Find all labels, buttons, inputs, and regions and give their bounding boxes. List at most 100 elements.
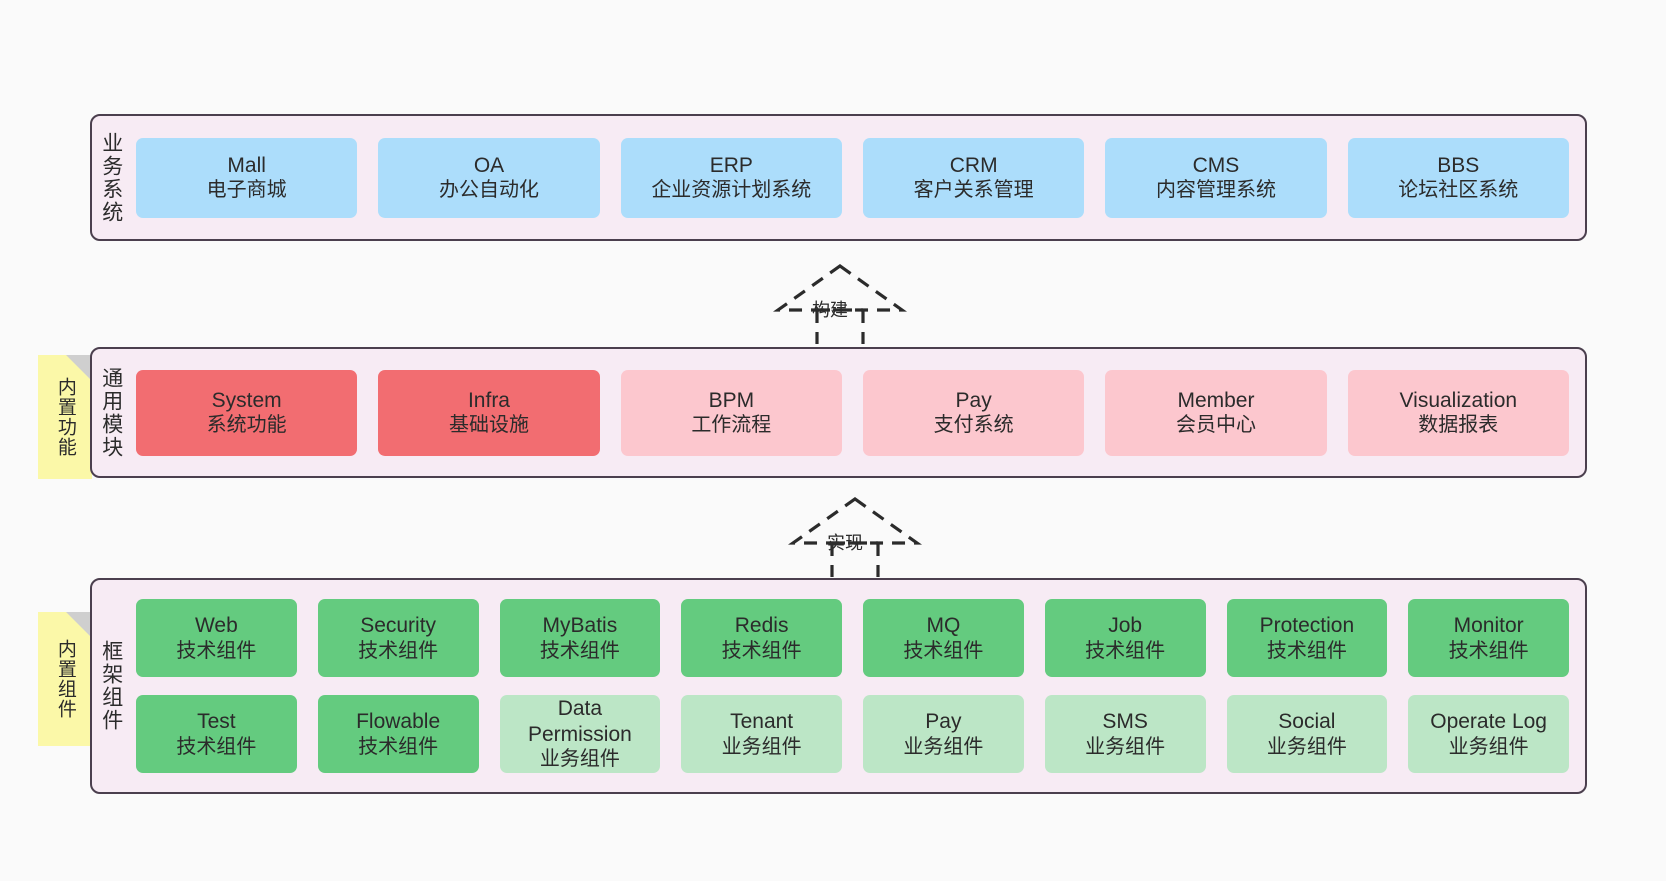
component-box-job[interactable]: Job 技术组件	[1044, 599, 1206, 677]
connector-build-label: 构建	[812, 300, 848, 320]
component-box-tenant[interactable]: Tenant 业务组件	[681, 695, 842, 773]
module-row: System 系统功能 Infra 基础设施 BPM 工作流程 Pay 支付系统…	[136, 369, 1569, 456]
module-box-system[interactable]: System 系统功能	[136, 369, 358, 456]
component-box-security[interactable]: Security 技术组件	[317, 599, 479, 677]
component-subtitle: 技术组件	[1085, 639, 1166, 662]
component-box-mybatis[interactable]: MyBatis 技术组件	[499, 599, 661, 677]
component-name: Job	[1108, 614, 1143, 637]
module-box-erp[interactable]: ERP 企业资源计划系统	[620, 137, 842, 218]
component-subtitle: 技术组件	[1266, 639, 1347, 662]
module-name: BBS	[1437, 153, 1480, 177]
component-subtitle: 技术组件	[358, 639, 439, 662]
component-subtitle: 业务组件	[903, 735, 984, 758]
sticky-note-builtin-component: 内置组件	[38, 612, 92, 746]
sticky-note-builtin-function: 内置功能	[38, 355, 92, 479]
module-box-crm[interactable]: CRM 客户关系管理	[862, 137, 1085, 218]
module-box-bpm[interactable]: BPM 工作流程	[620, 369, 842, 456]
module-name: ERP	[709, 153, 753, 177]
component-name: Protection	[1259, 614, 1355, 637]
component-box-mq[interactable]: MQ 技术组件	[863, 599, 1024, 677]
component-name: Redis	[734, 614, 789, 637]
module-name: Visualization	[1399, 388, 1518, 412]
component-name: Monitor	[1453, 614, 1524, 637]
component-subtitle: 业务组件	[539, 748, 620, 771]
module-row: Mall 电子商城 OA 办公自动化 ERP 企业资源计划系统 CRM 客户关系…	[136, 137, 1569, 218]
module-subtitle: 会员中心	[1175, 414, 1256, 437]
component-name: Tenant	[730, 710, 794, 733]
module-subtitle: 工作流程	[691, 414, 772, 437]
component-box-data-permission[interactable]: Data Permission 业务组件	[499, 695, 661, 773]
component-box-test[interactable]: Test 技术组件	[136, 695, 297, 773]
layer-common-module: 通用模块 System 系统功能 Infra 基础设施 BPM 工作流程 Pay…	[90, 347, 1587, 478]
component-name: Social	[1278, 710, 1336, 733]
component-subtitle: 技术组件	[176, 735, 257, 758]
connector-build: 构建	[760, 262, 920, 344]
layer-title-business-system: 业务系统	[99, 131, 123, 224]
layer-body-framework-component: Web 技术组件 Security 技术组件 MyBatis 技术组件 Redi…	[130, 580, 1585, 792]
module-name: Pay	[955, 388, 992, 412]
component-box-flowable[interactable]: Flowable 技术组件	[317, 695, 479, 773]
component-subtitle: 技术组件	[358, 735, 439, 758]
component-box-operate-log[interactable]: Operate Log 业务组件	[1408, 695, 1569, 773]
component-subtitle: 业务组件	[1266, 735, 1347, 758]
component-subtitle: 技术组件	[1448, 639, 1529, 662]
sticky-note-text: 内置功能	[54, 377, 76, 457]
component-box-web[interactable]: Web 技术组件	[136, 599, 297, 677]
module-name: Mall	[227, 153, 266, 177]
component-name: Test	[197, 710, 236, 733]
module-subtitle: 客户关系管理	[913, 179, 1034, 202]
connector-implement-arrow-icon	[787, 497, 923, 577]
component-subtitle: 技术组件	[903, 639, 984, 662]
module-subtitle: 企业资源计划系统	[651, 179, 812, 202]
connector-build-arrow-icon	[772, 264, 908, 344]
module-name: Infra	[467, 388, 510, 412]
module-subtitle: 内容管理系统	[1155, 179, 1276, 202]
module-name: CRM	[949, 153, 998, 177]
component-box-sms[interactable]: SMS 业务组件	[1044, 695, 1206, 773]
module-box-bbs[interactable]: BBS 论坛社区系统	[1347, 137, 1569, 218]
module-box-pay[interactable]: Pay 支付系统	[862, 369, 1085, 456]
layer-title-framework-component: 框架组件	[99, 640, 123, 732]
layer-business-system: 业务系统 Mall 电子商城 OA 办公自动化 ERP 企业资源计划系统 CRM…	[90, 114, 1587, 241]
component-box-social[interactable]: Social 业务组件	[1226, 695, 1388, 773]
connector-implement-label: 实现	[827, 533, 863, 553]
component-row-technical: Web 技术组件 Security 技术组件 MyBatis 技术组件 Redi…	[136, 599, 1569, 677]
module-box-oa[interactable]: OA 办公自动化	[378, 137, 600, 218]
module-subtitle: 电子商城	[206, 179, 287, 202]
component-subtitle: 业务组件	[1085, 735, 1166, 758]
component-box-pay[interactable]: Pay 业务组件	[863, 695, 1024, 773]
component-name: Data Permission	[527, 697, 632, 746]
component-row-business: Test 技术组件 Flowable 技术组件 Data Permission …	[136, 695, 1569, 773]
layer-body-business-system: Mall 电子商城 OA 办公自动化 ERP 企业资源计划系统 CRM 客户关系…	[130, 116, 1585, 239]
component-name: Flowable	[356, 710, 441, 733]
component-name: Operate Log	[1430, 710, 1547, 733]
module-name: OA	[473, 153, 505, 177]
module-subtitle: 支付系统	[933, 414, 1014, 437]
component-subtitle: 技术组件	[176, 639, 257, 662]
module-subtitle: 论坛社区系统	[1398, 179, 1519, 202]
module-subtitle: 数据报表	[1418, 414, 1499, 437]
component-name: SMS	[1102, 710, 1148, 733]
component-name: MQ	[926, 614, 961, 637]
module-subtitle: 办公自动化	[438, 179, 539, 202]
module-box-visualization[interactable]: Visualization 数据报表	[1347, 369, 1569, 456]
module-subtitle: 基础设施	[448, 414, 529, 437]
layer-body-common-module: System 系统功能 Infra 基础设施 BPM 工作流程 Pay 支付系统…	[130, 349, 1585, 476]
layer-title-common-module: 通用模块	[99, 366, 123, 459]
component-box-redis[interactable]: Redis 技术组件	[681, 599, 842, 677]
component-box-protection[interactable]: Protection 技术组件	[1226, 599, 1388, 677]
module-box-member[interactable]: Member 会员中心	[1105, 369, 1327, 456]
module-box-cms[interactable]: CMS 内容管理系统	[1105, 137, 1327, 218]
module-name: Member	[1177, 388, 1255, 412]
module-name: BPM	[708, 388, 755, 412]
module-subtitle: 系统功能	[206, 414, 287, 437]
module-box-infra[interactable]: Infra 基础设施	[378, 369, 600, 456]
component-box-monitor[interactable]: Monitor 技术组件	[1408, 599, 1569, 677]
module-name: CMS	[1192, 153, 1240, 177]
component-subtitle: 业务组件	[1448, 735, 1529, 758]
component-name: MyBatis	[542, 614, 618, 637]
module-box-mall[interactable]: Mall 电子商城	[136, 137, 358, 218]
layer-framework-component: 框架组件 Web 技术组件 Security 技术组件 MyBatis 技术组件…	[90, 578, 1587, 794]
component-name: Security	[360, 614, 437, 637]
